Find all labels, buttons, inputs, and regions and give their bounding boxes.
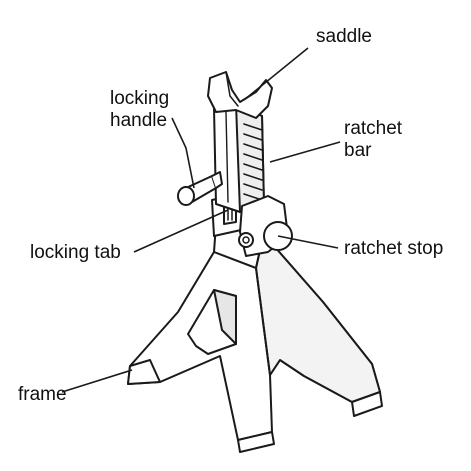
label-saddle: saddle <box>316 26 372 47</box>
leader-ratchet-bar <box>269 141 341 163</box>
jack-stand-illustration <box>127 71 383 453</box>
leader-saddle <box>243 47 309 101</box>
label-locking-handle-1: locking <box>110 88 169 109</box>
label-locking-handle-2: handle <box>110 110 167 131</box>
saddle-part <box>207 71 273 119</box>
leader-locking-tab <box>133 209 229 253</box>
frame-left-foot <box>127 359 161 385</box>
leader-locking-handle <box>171 117 195 189</box>
label-frame: frame <box>18 384 67 405</box>
ratchet-teeth <box>243 123 263 201</box>
frame-right-foot <box>351 391 383 417</box>
leader-ratchet-stop <box>277 235 339 249</box>
frame-cutout-inner <box>213 289 237 345</box>
label-ratchet-bar-2: bar <box>344 140 372 161</box>
label-ratchet-bar-1: ratchet <box>344 118 403 139</box>
leader-lines <box>61 47 341 393</box>
label-locking-tab: locking tab <box>30 242 121 263</box>
leader-frame <box>61 369 133 393</box>
locking-handle-knob <box>177 186 195 206</box>
label-ratchet-stop: ratchet stop <box>344 238 443 259</box>
frame-front-foot <box>237 431 275 453</box>
